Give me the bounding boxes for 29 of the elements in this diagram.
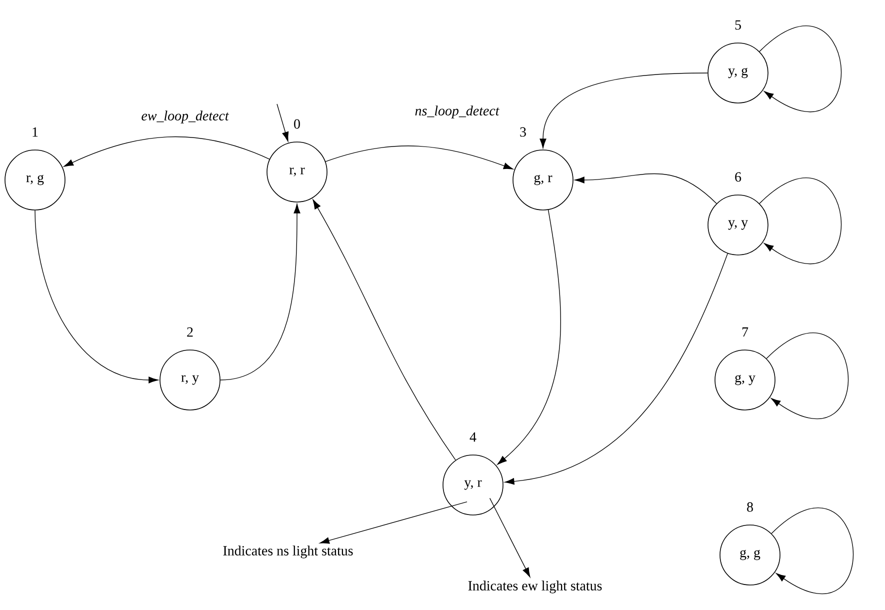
- state-number: 6: [735, 172, 742, 182]
- arrow: [312, 199, 456, 460]
- state-number: 8: [747, 502, 753, 512]
- state-number: 0: [294, 119, 300, 129]
- state-number: 5: [735, 20, 741, 30]
- arrow: [64, 136, 270, 167]
- arrow: [497, 210, 561, 465]
- edge-label: ew_loop_detect: [140, 110, 230, 124]
- arrow: [276, 104, 289, 142]
- state-number: 4: [470, 432, 476, 442]
- self-loop-arrow: [759, 26, 842, 112]
- self-loop-arrow: [766, 332, 848, 420]
- leader-arrow: [320, 501, 468, 544]
- arrow: [325, 146, 514, 170]
- annotation-text: Indicates ew light status: [468, 580, 602, 594]
- arrow: [540, 72, 708, 148]
- arrow: [34, 210, 158, 384]
- self-loop-arrow: [771, 508, 854, 594]
- edge-label: ns_loop_detect: [414, 104, 500, 120]
- arrow: [220, 204, 300, 380]
- arrow: [504, 253, 728, 485]
- state-number: 1: [32, 127, 38, 137]
- self-loop-arrow: [759, 178, 842, 264]
- arrow: [574, 173, 717, 204]
- leader-arrow: [489, 498, 530, 578]
- annotation-text: Indicates ns light status: [223, 546, 353, 558]
- state-number: 2: [187, 327, 193, 337]
- state-number: 7: [742, 327, 748, 337]
- state-number: 3: [520, 127, 526, 137]
